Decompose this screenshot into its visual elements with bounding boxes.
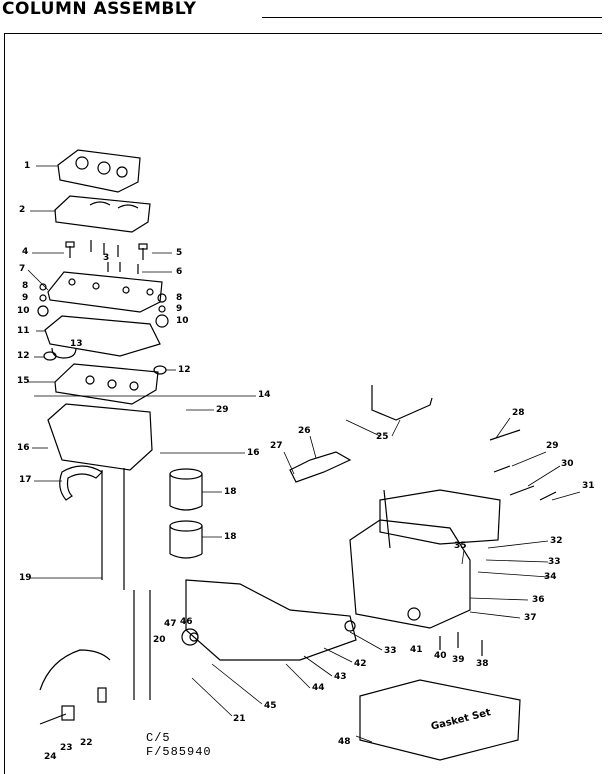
- callout-40: 40: [434, 651, 447, 661]
- lower-housing: [181, 579, 357, 661]
- callout-32: 32: [550, 536, 563, 546]
- callout-25: 25: [376, 432, 389, 442]
- callout-31: 31: [582, 481, 595, 491]
- part-11-housing: [44, 315, 161, 359]
- callout-13: 13: [70, 339, 83, 349]
- part-25-bracket: [371, 385, 433, 421]
- callout-26: 26: [298, 426, 311, 436]
- part-22-24-linkage: [39, 687, 107, 725]
- callout-48: 48: [338, 737, 351, 747]
- part-18-bushings: [169, 468, 203, 559]
- callout-5: 5: [176, 248, 183, 258]
- diagram-title: COLUMN ASSEMBLY: [2, 0, 197, 19]
- callout-29: 29: [216, 405, 229, 415]
- callout-10: 10: [17, 306, 30, 316]
- callout-29-right: 29: [546, 441, 559, 451]
- part-1-gasket: [57, 149, 141, 193]
- part-7-plate: [47, 271, 163, 313]
- callout-11: 11: [17, 326, 30, 336]
- callout-3: 3: [103, 253, 110, 263]
- callout-17: 17: [19, 475, 32, 485]
- callout-43: 43: [334, 672, 347, 682]
- callout-19: 19: [19, 573, 32, 583]
- callout-1: 1: [24, 161, 31, 171]
- right-housing: [349, 489, 501, 629]
- callout-38: 38: [476, 659, 489, 669]
- callout-16: 16: [17, 443, 30, 453]
- callout-18-lower: 18: [224, 532, 237, 542]
- callout-45: 45: [264, 701, 277, 711]
- column-body: [39, 403, 153, 700]
- callout-8: 8: [22, 281, 29, 291]
- callout-16-right: 16: [247, 448, 260, 458]
- lower-screws: [439, 632, 483, 656]
- callout-4: 4: [22, 247, 29, 257]
- callout-44: 44: [312, 683, 325, 693]
- callout-35: 35: [454, 541, 467, 551]
- callout-12: 12: [17, 351, 30, 361]
- callout-30: 30: [561, 459, 574, 469]
- callout-9: 9: [22, 293, 29, 303]
- screws: [65, 240, 148, 274]
- callout-8-right: 8: [176, 293, 183, 303]
- title-rule: [262, 17, 602, 18]
- callout-10-right: 10: [176, 316, 189, 326]
- part-2-cover-plate: [54, 195, 151, 233]
- reference-code-line1: C/5: [146, 731, 171, 745]
- callout-36: 36: [532, 595, 545, 605]
- callout-20: 20: [153, 635, 166, 645]
- part-48-gasket-set: [359, 679, 521, 761]
- callout-37: 37: [524, 613, 537, 623]
- callout-28: 28: [512, 408, 525, 418]
- callout-21: 21: [233, 714, 246, 724]
- part-17-clamp: [59, 465, 103, 501]
- callout-39: 39: [452, 655, 465, 665]
- small-fasteners: [489, 429, 557, 501]
- washers: [37, 283, 169, 328]
- callout-23: 23: [60, 743, 73, 753]
- part-15-gasket-plate: [54, 363, 159, 405]
- callout-14: 14: [258, 390, 271, 400]
- reference-code-line2: F/585940: [146, 745, 212, 759]
- leader-lines: [27, 165, 581, 743]
- callout-15: 15: [17, 376, 30, 386]
- callout-46: 46: [180, 617, 193, 627]
- callout-34: 34: [544, 572, 557, 582]
- callout-2: 2: [19, 205, 26, 215]
- callout-42: 42: [354, 659, 367, 669]
- part-26-lever: [289, 451, 352, 483]
- callout-6: 6: [176, 267, 183, 277]
- callout-33-lower: 33: [384, 646, 397, 656]
- callout-22: 22: [80, 738, 93, 748]
- callout-7: 7: [19, 264, 26, 274]
- diagram-frame: [4, 33, 602, 774]
- callout-33: 33: [548, 557, 561, 567]
- callout-24: 24: [44, 752, 57, 762]
- callout-9-right: 9: [176, 304, 183, 314]
- callout-12-right: 12: [178, 365, 191, 375]
- callout-18: 18: [224, 487, 237, 497]
- callout-41: 41: [410, 645, 423, 655]
- callout-47: 47: [164, 619, 177, 629]
- callout-27: 27: [270, 441, 283, 451]
